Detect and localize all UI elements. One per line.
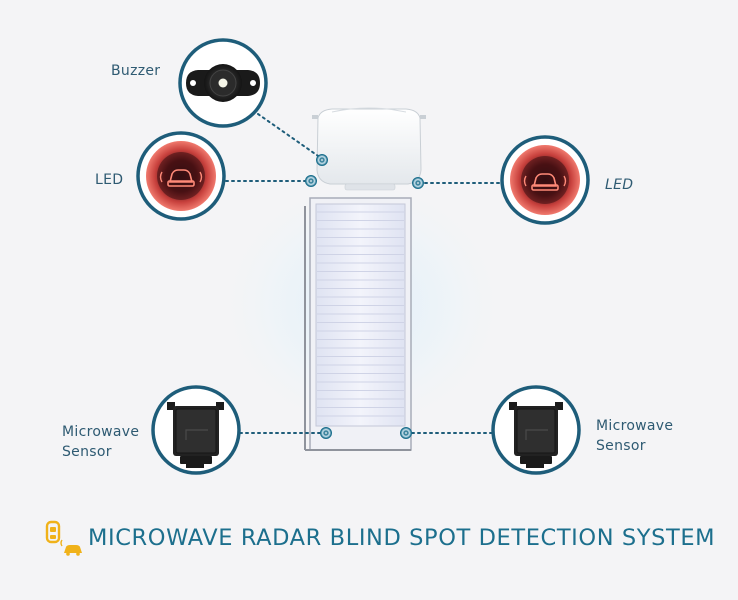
page-title: MICROWAVE RADAR BLIND SPOT DETECTION SYS… [88, 525, 716, 551]
label-sensor-left: Microwave Sensor [62, 424, 140, 460]
label-led-right: LED [605, 177, 634, 193]
led-indicator-icon [510, 145, 580, 215]
radar-sensor-icon [509, 402, 563, 468]
label-buzzer: Buzzer [111, 63, 161, 79]
led-right-callout [500, 135, 590, 225]
truck-cab [312, 107, 426, 191]
point-led-right [412, 177, 424, 189]
sensor-right-callout [491, 385, 581, 475]
point-buzzer [316, 154, 328, 166]
led-indicator-icon [146, 141, 216, 211]
label-sensor-right: Microwave Sensor [596, 418, 674, 454]
truck-top-view [304, 107, 426, 451]
point-sensor-right [400, 427, 412, 439]
truck-trailer [304, 197, 412, 451]
trailer-slats [317, 211, 404, 417]
connector-buzzer [257, 113, 322, 159]
point-sensor-left [320, 427, 332, 439]
sensor-left-callout [151, 385, 241, 475]
buzzer-icon [186, 64, 260, 102]
label-led-left: LED [95, 172, 124, 188]
connector-lines [225, 113, 504, 434]
radar-sensor-icon [167, 402, 224, 468]
blind-spot-car-icon [45, 520, 82, 556]
point-led-left [305, 175, 317, 187]
connection-points [305, 154, 424, 439]
led-left-callout [136, 131, 226, 221]
buzzer-callout [178, 38, 268, 128]
